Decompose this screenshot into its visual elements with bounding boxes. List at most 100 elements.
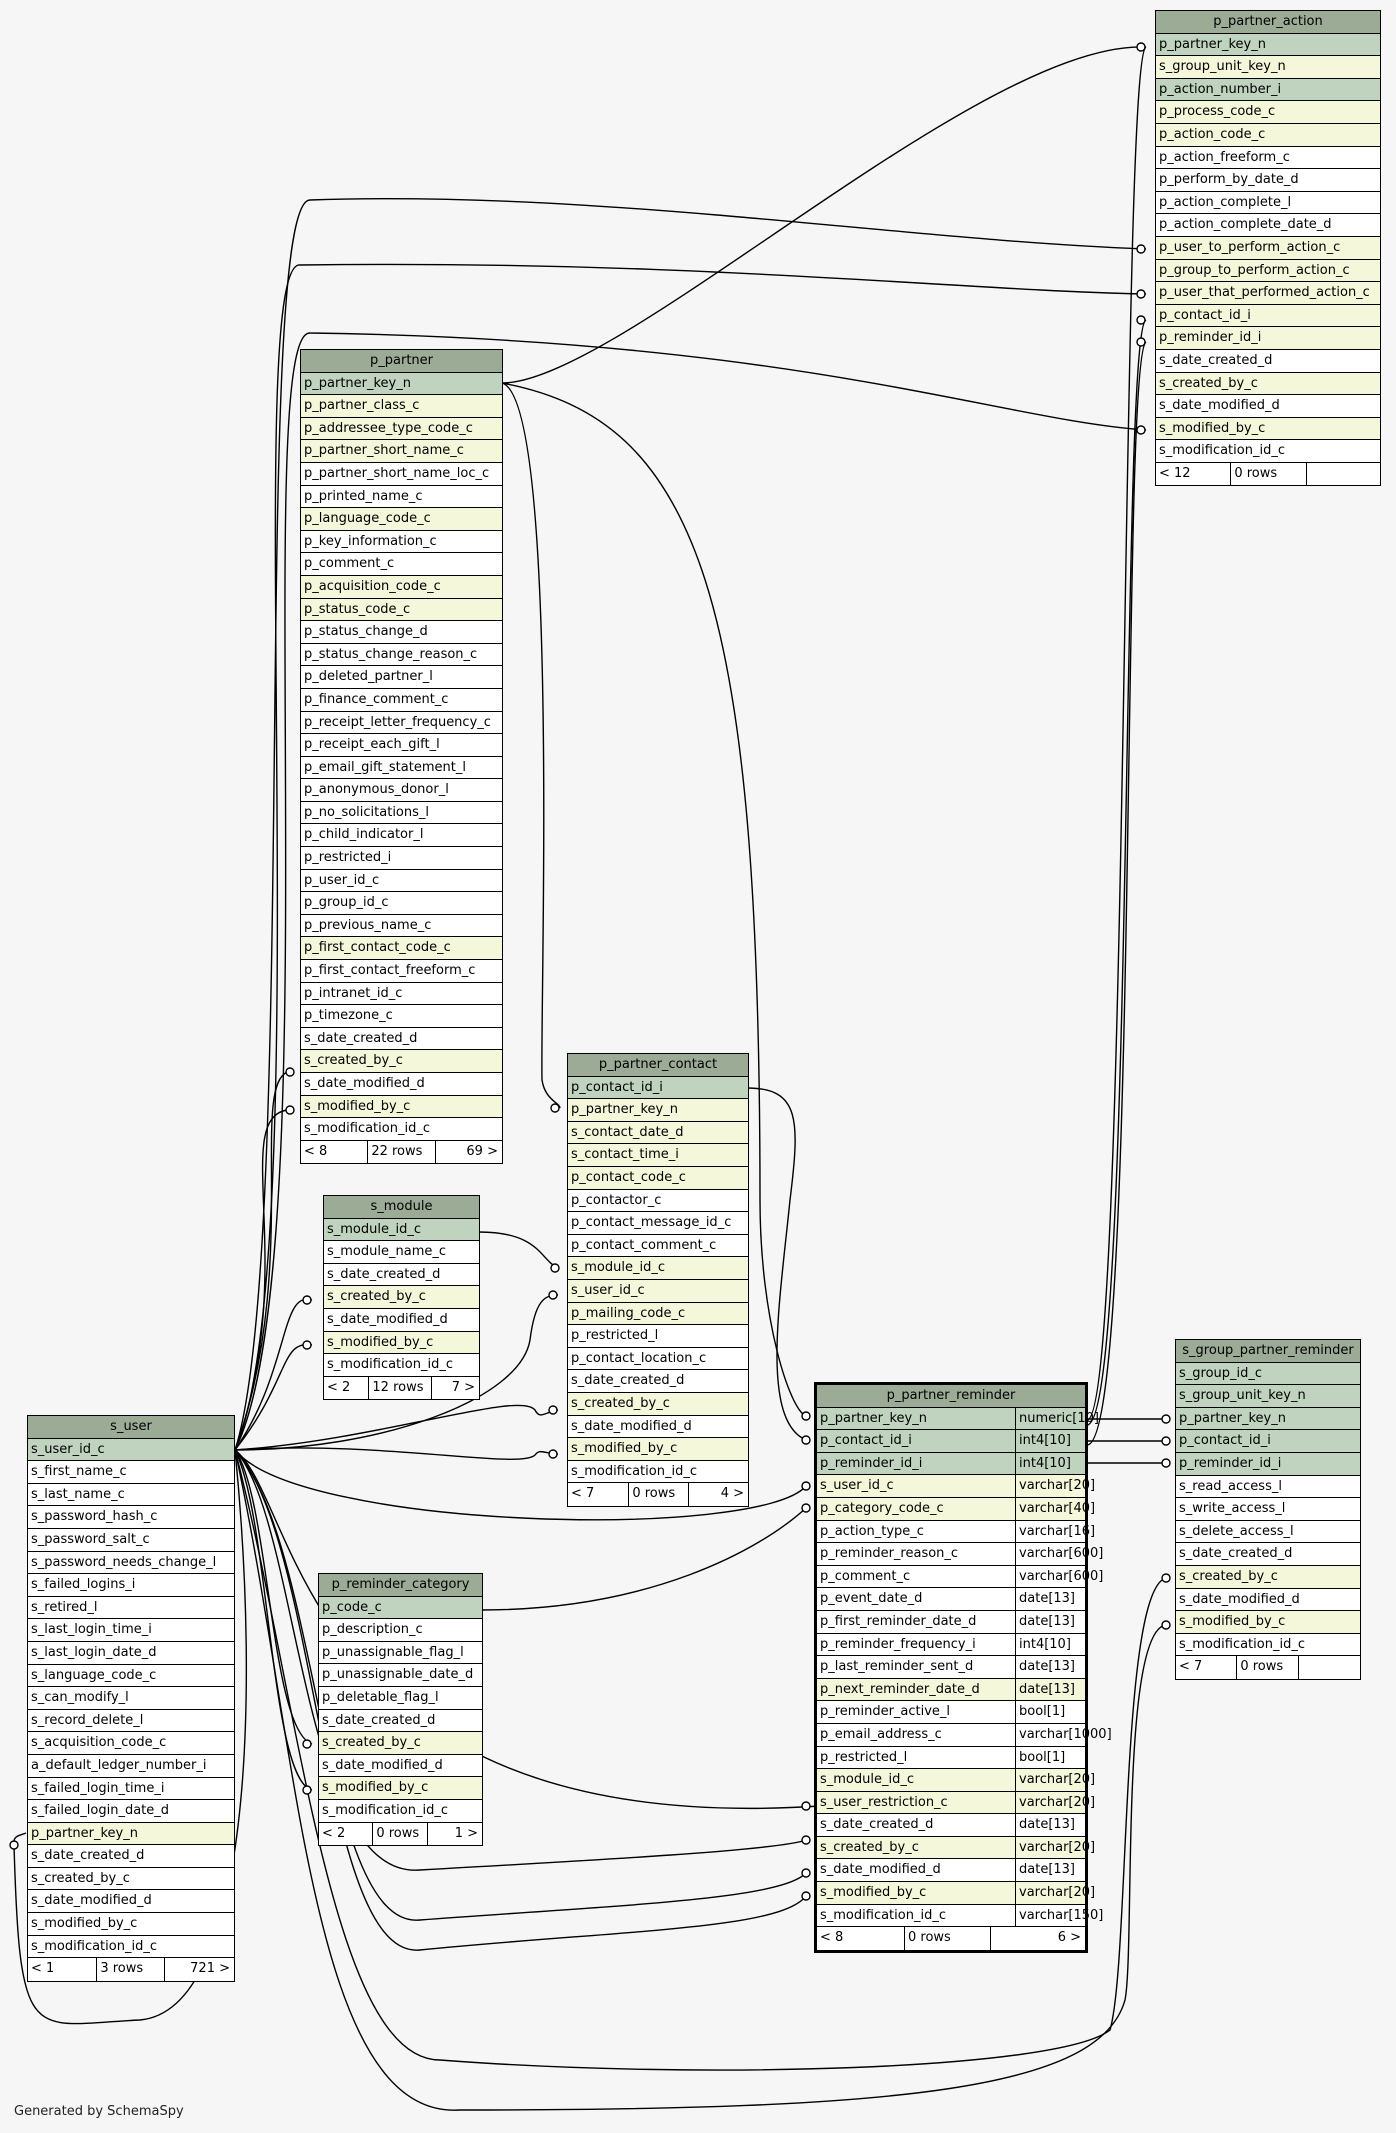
column-row[interactable]: p_contact_id_i [568,1076,748,1100]
column-row[interactable]: s_modification_id_c [1176,1634,1360,1657]
column-row[interactable]: s_write_access_l [1176,1498,1360,1521]
table-title[interactable]: p_partner_reminder [817,1385,1085,1408]
column-row[interactable]: s_modification_id_c [568,1461,748,1484]
column-row[interactable]: s_modified_by_c [1176,1611,1360,1634]
column-row[interactable]: s_last_login_date_d [28,1642,234,1665]
column-row[interactable]: s_language_code_c [28,1665,234,1688]
column-row[interactable]: s_group_unit_key_n [1176,1385,1360,1408]
column-row[interactable]: p_acquisition_code_c [301,575,502,599]
column-row[interactable]: p_receipt_each_gift_l [301,734,502,757]
table-title[interactable]: s_module [324,1196,479,1219]
column-row[interactable]: s_date_modified_d [324,1309,479,1332]
column-row[interactable]: s_date_modified_d [301,1073,502,1096]
column-row[interactable]: p_contact_location_c [568,1348,748,1371]
column-row[interactable]: s_modified_by_c [319,1777,482,1800]
column-row[interactable]: p_reminder_id_i [1176,1452,1360,1476]
column-row[interactable]: s_can_modify_l [28,1687,234,1710]
column-row[interactable]: p_user_id_c [301,870,502,893]
column-row[interactable]: p_partner_key_n [568,1099,748,1122]
column-row[interactable]: s_created_by_c [28,1868,234,1891]
column-row[interactable]: s_modification_id_c [28,1936,234,1959]
column-row[interactable]: s_date_created_d [301,1028,502,1051]
column-row[interactable]: p_code_c [319,1596,482,1620]
column-row[interactable]: s_group_id_c [1176,1362,1360,1386]
column-row[interactable]: s_created_by_c [301,1050,502,1073]
column-row[interactable]: p_previous_name_c [301,915,502,938]
column-row[interactable]: s_date_created_d [319,1710,482,1733]
table-title[interactable]: p_partner_contact [568,1054,748,1077]
column-row[interactable]: s_created_by_c [568,1392,748,1416]
column-row[interactable]: p_no_solicitations_l [301,802,502,825]
column-row[interactable]: s_modification_id_c [324,1354,479,1377]
column-row[interactable]: p_action_complete_date_d [1156,214,1380,237]
table-title[interactable]: s_user [28,1416,234,1439]
column-row[interactable]: p_process_code_c [1156,101,1380,124]
column-row[interactable]: s_created_by_c [1156,372,1380,396]
column-row[interactable]: s_created_by_c [324,1286,479,1309]
column-row[interactable]: p_contact_code_c [568,1166,748,1190]
column-row[interactable]: p_partner_class_c [301,395,502,418]
column-row[interactable]: p_finance_comment_c [301,689,502,712]
column-row[interactable]: p_perform_by_date_d [1156,169,1380,192]
column-row[interactable]: s_modification_id_c [301,1118,502,1141]
column-row[interactable]: s_date_modified_d [1176,1589,1360,1612]
column-row[interactable]: s_date_created_d [568,1370,748,1393]
column-row[interactable]: s_module_name_c [324,1241,479,1264]
table-title[interactable]: s_group_partner_reminder [1176,1340,1360,1363]
column-row[interactable]: p_contact_id_i [1176,1430,1360,1453]
column-row[interactable]: p_first_contact_code_c [301,937,502,961]
column-row[interactable]: p_comment_c [301,553,502,576]
column-row[interactable]: s_contact_date_d [568,1121,748,1145]
column-row[interactable]: s_last_login_time_i [28,1619,234,1642]
column-row[interactable]: s_date_created_d [324,1264,479,1287]
column-row[interactable]: p_deleted_partner_l [301,666,502,689]
column-row[interactable]: s_date_created_d [28,1845,234,1868]
column-row[interactable]: s_modification_id_c [319,1800,482,1823]
table-title[interactable]: p_partner_action [1156,11,1380,34]
column-row[interactable]: s_contact_time_i [568,1144,748,1167]
column-row[interactable]: p_partner_short_name_c [301,440,502,463]
column-row[interactable]: p_addressee_type_code_c [301,417,502,441]
column-row[interactable]: s_date_modified_d [28,1890,234,1914]
column-row[interactable]: s_user_id_c [568,1279,748,1303]
table-title[interactable]: p_partner [301,350,502,373]
column-row[interactable]: p_contact_id_i [1156,304,1380,328]
column-row[interactable]: p_contact_message_id_c [568,1212,748,1235]
column-row[interactable]: p_unassignable_flag_l [319,1642,482,1665]
column-row[interactable]: s_module_id_c [568,1257,748,1280]
column-row[interactable]: p_group_to_perform_action_c [1156,259,1380,283]
column-row[interactable]: s_date_modified_d [1156,395,1380,418]
column-row[interactable]: s_modified_by_c [28,1913,234,1936]
column-row[interactable]: s_first_name_c [28,1461,234,1484]
column-row[interactable]: p_mailing_code_c [568,1302,748,1326]
column-row[interactable]: s_last_name_c [28,1484,234,1507]
column-row[interactable]: p_anonymous_donor_l [301,779,502,802]
column-row[interactable]: p_partner_short_name_loc_c [301,463,502,486]
column-row[interactable]: s_retired_l [28,1597,234,1620]
column-row[interactable]: p_reminder_id_i [1156,327,1380,350]
column-row[interactable]: s_user_id_c [28,1438,234,1462]
column-row[interactable]: s_date_created_d [1176,1543,1360,1566]
column-row[interactable]: p_printed_name_c [301,486,502,509]
column-row[interactable]: p_description_c [319,1619,482,1642]
column-row[interactable]: p_user_to_perform_action_c [1156,236,1380,260]
column-row[interactable]: p_partner_key_n [1156,33,1380,57]
